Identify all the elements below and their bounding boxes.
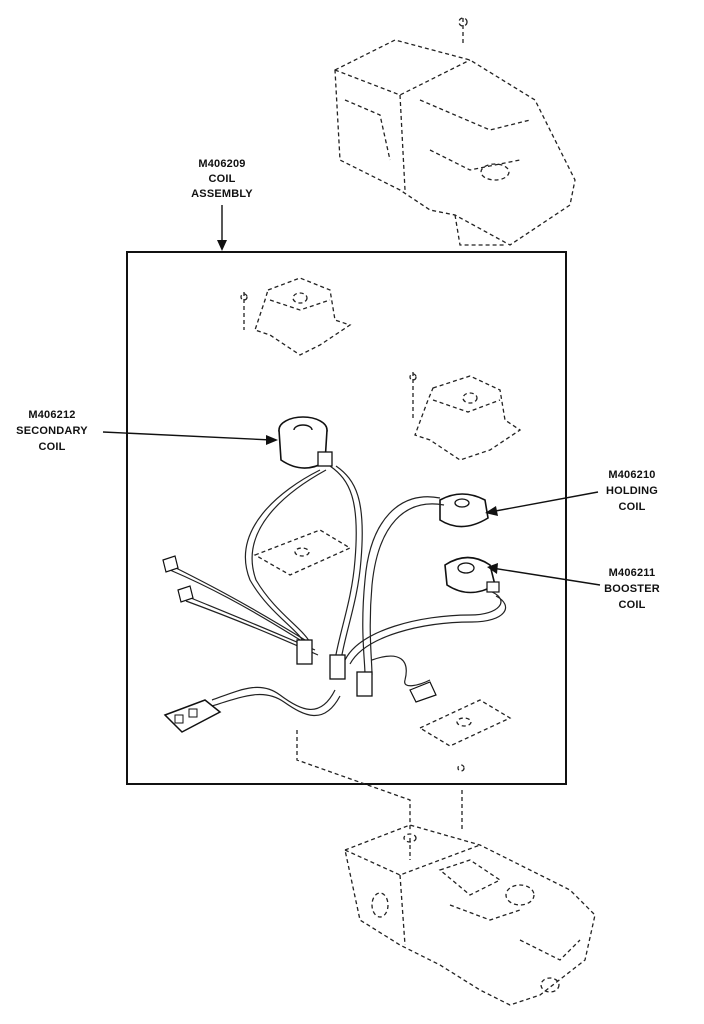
assembly-frame xyxy=(126,251,567,785)
assembly-part-number: M406209 xyxy=(198,158,245,170)
booster-label-line2: BOOSTER xyxy=(604,583,660,595)
arrow-head xyxy=(487,563,498,574)
plate-upper xyxy=(253,529,352,576)
holding-coil-callout: M406210 HOLDING COIL xyxy=(485,469,658,516)
holding-part-number: M406210 xyxy=(608,469,655,481)
assembly-label-line2: COIL xyxy=(208,173,235,185)
bracket-upper-left xyxy=(240,277,352,356)
booster-label-line3: COIL xyxy=(618,599,645,611)
booster-part-number: M406211 xyxy=(609,567,656,579)
secondary-coil-icon xyxy=(278,416,333,469)
arrow-head xyxy=(217,240,227,251)
arrow-head xyxy=(485,506,498,516)
holding-label-line2: HOLDING xyxy=(606,485,658,497)
plate-lower xyxy=(418,699,512,772)
secondary-coil-callout: M406212 SECONDARY COIL xyxy=(16,409,278,453)
holding-label-line3: COIL xyxy=(618,501,645,513)
holding-coil-icon xyxy=(439,493,489,528)
booster-coil-callout: M406211 BOOSTER COIL xyxy=(487,563,660,611)
bracket-right xyxy=(409,372,522,461)
booster-coil-icon xyxy=(444,556,500,594)
lower-valve-body xyxy=(344,824,596,1006)
assembly-callout: M406209 COIL ASSEMBLY xyxy=(191,158,253,251)
upper-valve-body xyxy=(334,17,576,246)
secondary-part-number: M406212 xyxy=(28,409,75,421)
alignment-lines xyxy=(296,730,463,830)
assembly-label-line3: ASSEMBLY xyxy=(191,188,253,200)
connectors xyxy=(162,555,437,733)
wire-harness xyxy=(169,465,507,717)
secondary-label-line3: COIL xyxy=(38,441,65,453)
arrow-head xyxy=(266,435,278,445)
secondary-label-line2: SECONDARY xyxy=(16,425,88,437)
